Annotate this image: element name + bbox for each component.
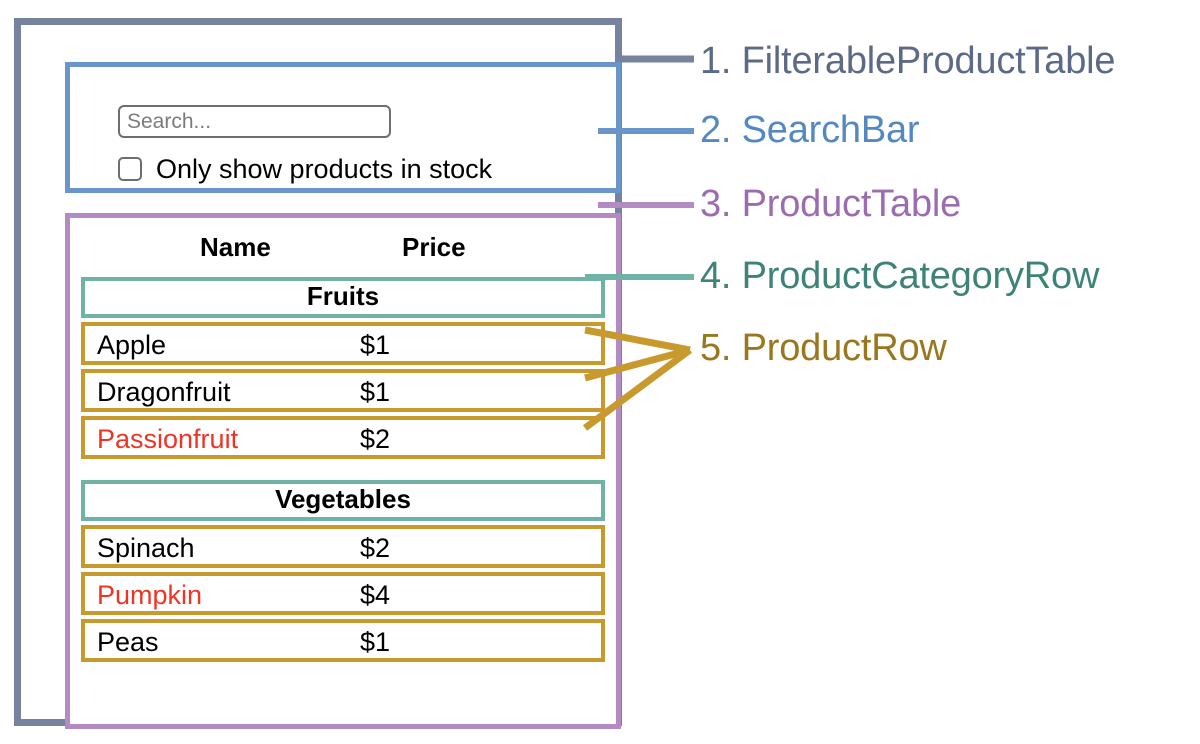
- search-input[interactable]: Search...: [118, 105, 391, 138]
- product-price: $4: [360, 580, 391, 610]
- callout-label-product-table: 3. ProductTable: [700, 183, 962, 225]
- search-bar-frame: Search... Only show products in stock: [65, 62, 621, 193]
- product-name: Pumpkin: [97, 580, 203, 610]
- product-price: $2: [360, 533, 391, 563]
- product-table-body: Fruits Apple $1 Dragonfruit $1 Passionfr…: [81, 277, 605, 666]
- product-table-header: Name Price: [70, 227, 616, 273]
- product-category-row: Vegetables: [81, 480, 605, 521]
- callout-label-product-row: 5. ProductRow: [700, 327, 947, 369]
- column-header-name: Name: [200, 232, 271, 262]
- product-row: Pumpkin $4: [81, 572, 605, 615]
- product-price: $1: [360, 627, 391, 657]
- in-stock-filter-row[interactable]: Only show products in stock: [118, 155, 492, 183]
- product-row: Spinach $2: [81, 525, 605, 568]
- product-name: Apple: [97, 330, 167, 360]
- product-row: Passionfruit $2: [81, 416, 605, 459]
- product-price: $1: [360, 330, 391, 360]
- product-row: Apple $1: [81, 322, 605, 365]
- product-table-frame: Name Price Fruits Apple $1 Dragonfruit $…: [65, 213, 621, 729]
- callout-label-search-bar: 2. SearchBar: [700, 109, 920, 151]
- in-stock-checkbox-label: Only show products in stock: [156, 154, 493, 184]
- product-row: Peas $1: [81, 619, 605, 662]
- product-price: $2: [360, 424, 391, 454]
- product-name: Peas: [97, 627, 159, 657]
- product-row: Dragonfruit $1: [81, 369, 605, 412]
- product-name: Spinach: [97, 533, 195, 563]
- product-category-row: Fruits: [81, 277, 605, 318]
- product-price: $1: [360, 377, 391, 407]
- product-name: Passionfruit: [97, 424, 239, 454]
- callout-label-filterable-product-table: 1. FilterableProductTable: [700, 40, 1116, 82]
- in-stock-checkbox[interactable]: [118, 157, 142, 181]
- filterable-product-table-frame: Search... Only show products in stock Na…: [14, 18, 622, 729]
- product-category-label: Vegetables: [275, 484, 411, 514]
- category-group-spacer: [81, 463, 605, 480]
- column-header-price: Price: [402, 232, 466, 262]
- callout-label-product-category-row: 4. ProductCategoryRow: [700, 255, 1100, 297]
- product-name: Dragonfruit: [97, 377, 231, 407]
- product-category-label: Fruits: [306, 281, 380, 311]
